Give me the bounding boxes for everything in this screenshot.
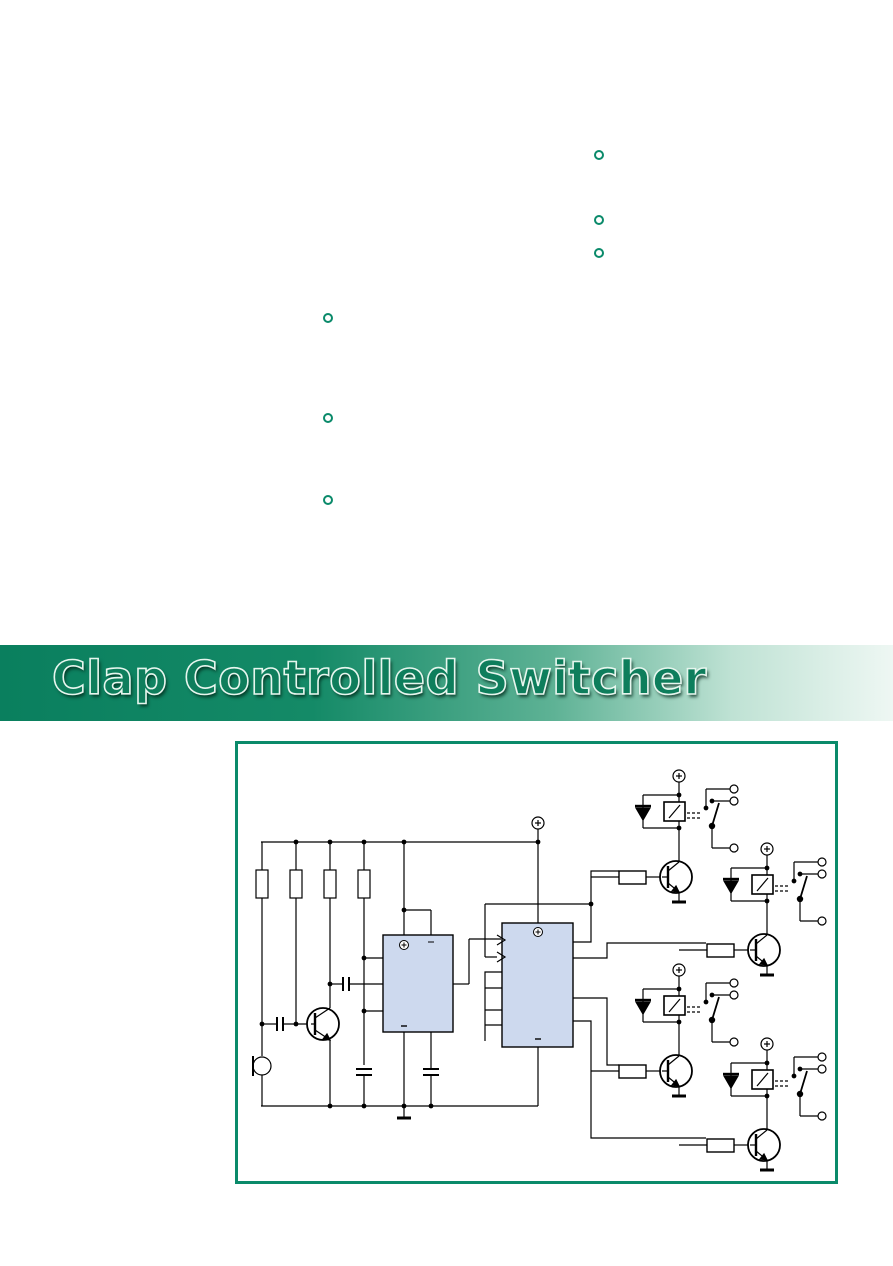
bullet-icon — [323, 413, 333, 423]
relay-stage-2 — [677, 841, 828, 977]
output-line-3 — [573, 997, 619, 1066]
ic2 — [484, 829, 591, 1106]
resistor-r3 — [323, 842, 337, 1008]
bullet-icon — [323, 495, 333, 505]
microphone-icon — [252, 1056, 272, 1106]
bullet-icon — [594, 150, 604, 160]
bullet-icon — [323, 313, 333, 323]
article-title: Clap Controlled Switcher — [51, 650, 707, 706]
relay-stage-1 — [589, 768, 740, 904]
output-line-2 — [573, 942, 706, 959]
relay-stage-3 — [589, 962, 740, 1098]
bullet-icon — [594, 248, 604, 258]
junction-dots — [259, 839, 594, 1109]
capacitor-c4 — [423, 1032, 439, 1106]
capacitor-c1 — [262, 1017, 311, 1031]
capacitor-c3 — [356, 1068, 372, 1106]
bullet-icon — [594, 215, 604, 225]
resistor-r1 — [255, 842, 269, 1056]
resistor-r2 — [289, 842, 303, 1024]
title-banner: Clap Controlled Switcher — [0, 645, 893, 721]
output-line-1 — [573, 870, 619, 943]
circuit-schematic — [252, 768, 828, 1172]
capacitor-c2 — [330, 977, 383, 991]
schematic-frame — [235, 741, 838, 1184]
resistor-r4 — [357, 842, 371, 1065]
supply-symbol-icon — [531, 816, 545, 830]
transistor-t1 — [306, 1007, 340, 1106]
output-line-4 — [573, 1020, 706, 1139]
ic1 — [364, 842, 501, 1120]
relay-stage-4 — [677, 1036, 828, 1172]
